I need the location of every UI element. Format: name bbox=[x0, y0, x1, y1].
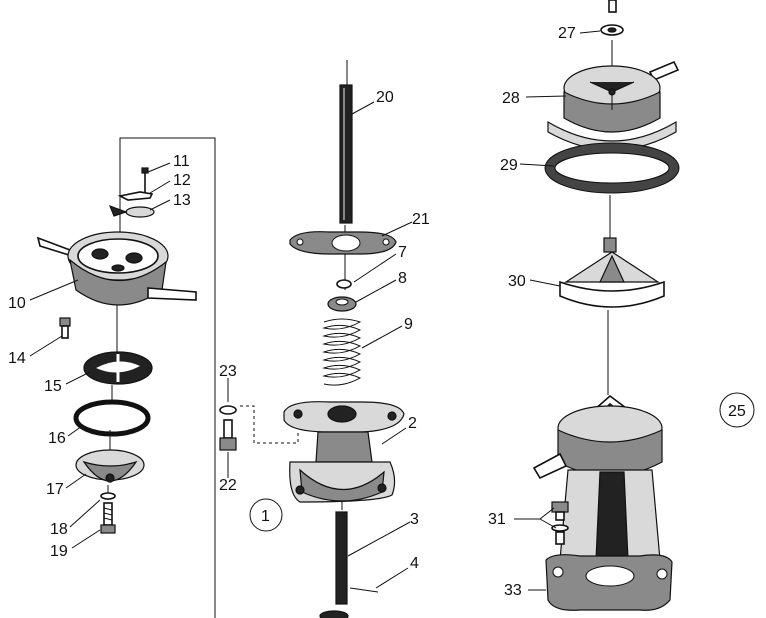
part-3-shaft bbox=[335, 511, 348, 605]
part-27-washer bbox=[600, 24, 624, 36]
label-22: 22 bbox=[219, 477, 237, 494]
part-labels: 11 12 13 10 14 15 16 17 18 19 20 21 7 8 … bbox=[8, 25, 746, 599]
label-10: 10 bbox=[8, 295, 26, 312]
label-15: 15 bbox=[44, 378, 62, 395]
part-11-screw bbox=[141, 167, 149, 195]
part-14-screw bbox=[59, 317, 71, 339]
part-4-pin bbox=[349, 587, 379, 593]
part-29-gasket bbox=[544, 142, 680, 194]
label-23: 23 bbox=[219, 363, 237, 380]
label-31: 31 bbox=[488, 511, 506, 528]
part-16-gasket bbox=[73, 399, 151, 437]
label-12: 12 bbox=[173, 172, 191, 189]
label-25: 25 bbox=[728, 403, 746, 420]
label-19: 19 bbox=[50, 543, 68, 560]
label-33: 33 bbox=[504, 582, 522, 599]
part-15-valve-plate bbox=[83, 351, 153, 385]
part-31-screws bbox=[551, 501, 569, 545]
bolt-guide-line bbox=[240, 405, 299, 444]
label-16: 16 bbox=[48, 430, 66, 447]
label-7: 7 bbox=[398, 244, 407, 261]
label-9: 9 bbox=[404, 316, 413, 333]
label-4: 4 bbox=[410, 555, 419, 572]
part-18-washer bbox=[100, 492, 116, 500]
label-3: 3 bbox=[410, 511, 419, 528]
part-28-cover bbox=[547, 60, 680, 151]
part-13-washer bbox=[108, 204, 155, 218]
part-17-cup bbox=[75, 449, 145, 483]
part-2-lower-body bbox=[283, 401, 405, 503]
label-14: 14 bbox=[8, 350, 26, 367]
label-17: 17 bbox=[46, 481, 64, 498]
part-20-push-rod bbox=[339, 84, 353, 224]
part-10-valve-head bbox=[36, 231, 197, 306]
top-bolt bbox=[608, 0, 617, 13]
part-33-base-gasket bbox=[545, 554, 673, 611]
circle-25 bbox=[719, 392, 755, 428]
part-12-clip bbox=[117, 191, 154, 201]
label-8: 8 bbox=[398, 270, 407, 287]
label-29: 29 bbox=[500, 157, 518, 174]
part-30-filter bbox=[559, 237, 665, 308]
label-21: 21 bbox=[412, 211, 430, 228]
label-11: 11 bbox=[173, 153, 190, 170]
label-30: 30 bbox=[508, 273, 526, 290]
label-18: 18 bbox=[50, 521, 68, 538]
part-21-flange-gasket bbox=[289, 231, 397, 255]
circle-1 bbox=[249, 498, 283, 532]
label-13: 13 bbox=[173, 192, 191, 209]
label-28: 28 bbox=[502, 90, 520, 107]
part-19-bolt bbox=[100, 502, 116, 534]
label-1: 1 bbox=[261, 508, 270, 525]
leader-lines bbox=[29, 30, 601, 591]
part-8-seat bbox=[327, 296, 357, 312]
right-axis bbox=[607, 40, 613, 395]
part-22-bolt bbox=[219, 419, 237, 451]
part-9-spring bbox=[322, 318, 362, 386]
bottom-ring bbox=[319, 610, 349, 618]
label-27: 27 bbox=[558, 25, 576, 42]
part-7-washer bbox=[336, 279, 352, 289]
label-2: 2 bbox=[408, 415, 417, 432]
part-25-housing bbox=[532, 394, 663, 561]
label-20: 20 bbox=[376, 89, 394, 106]
part-23-washer bbox=[219, 405, 237, 415]
